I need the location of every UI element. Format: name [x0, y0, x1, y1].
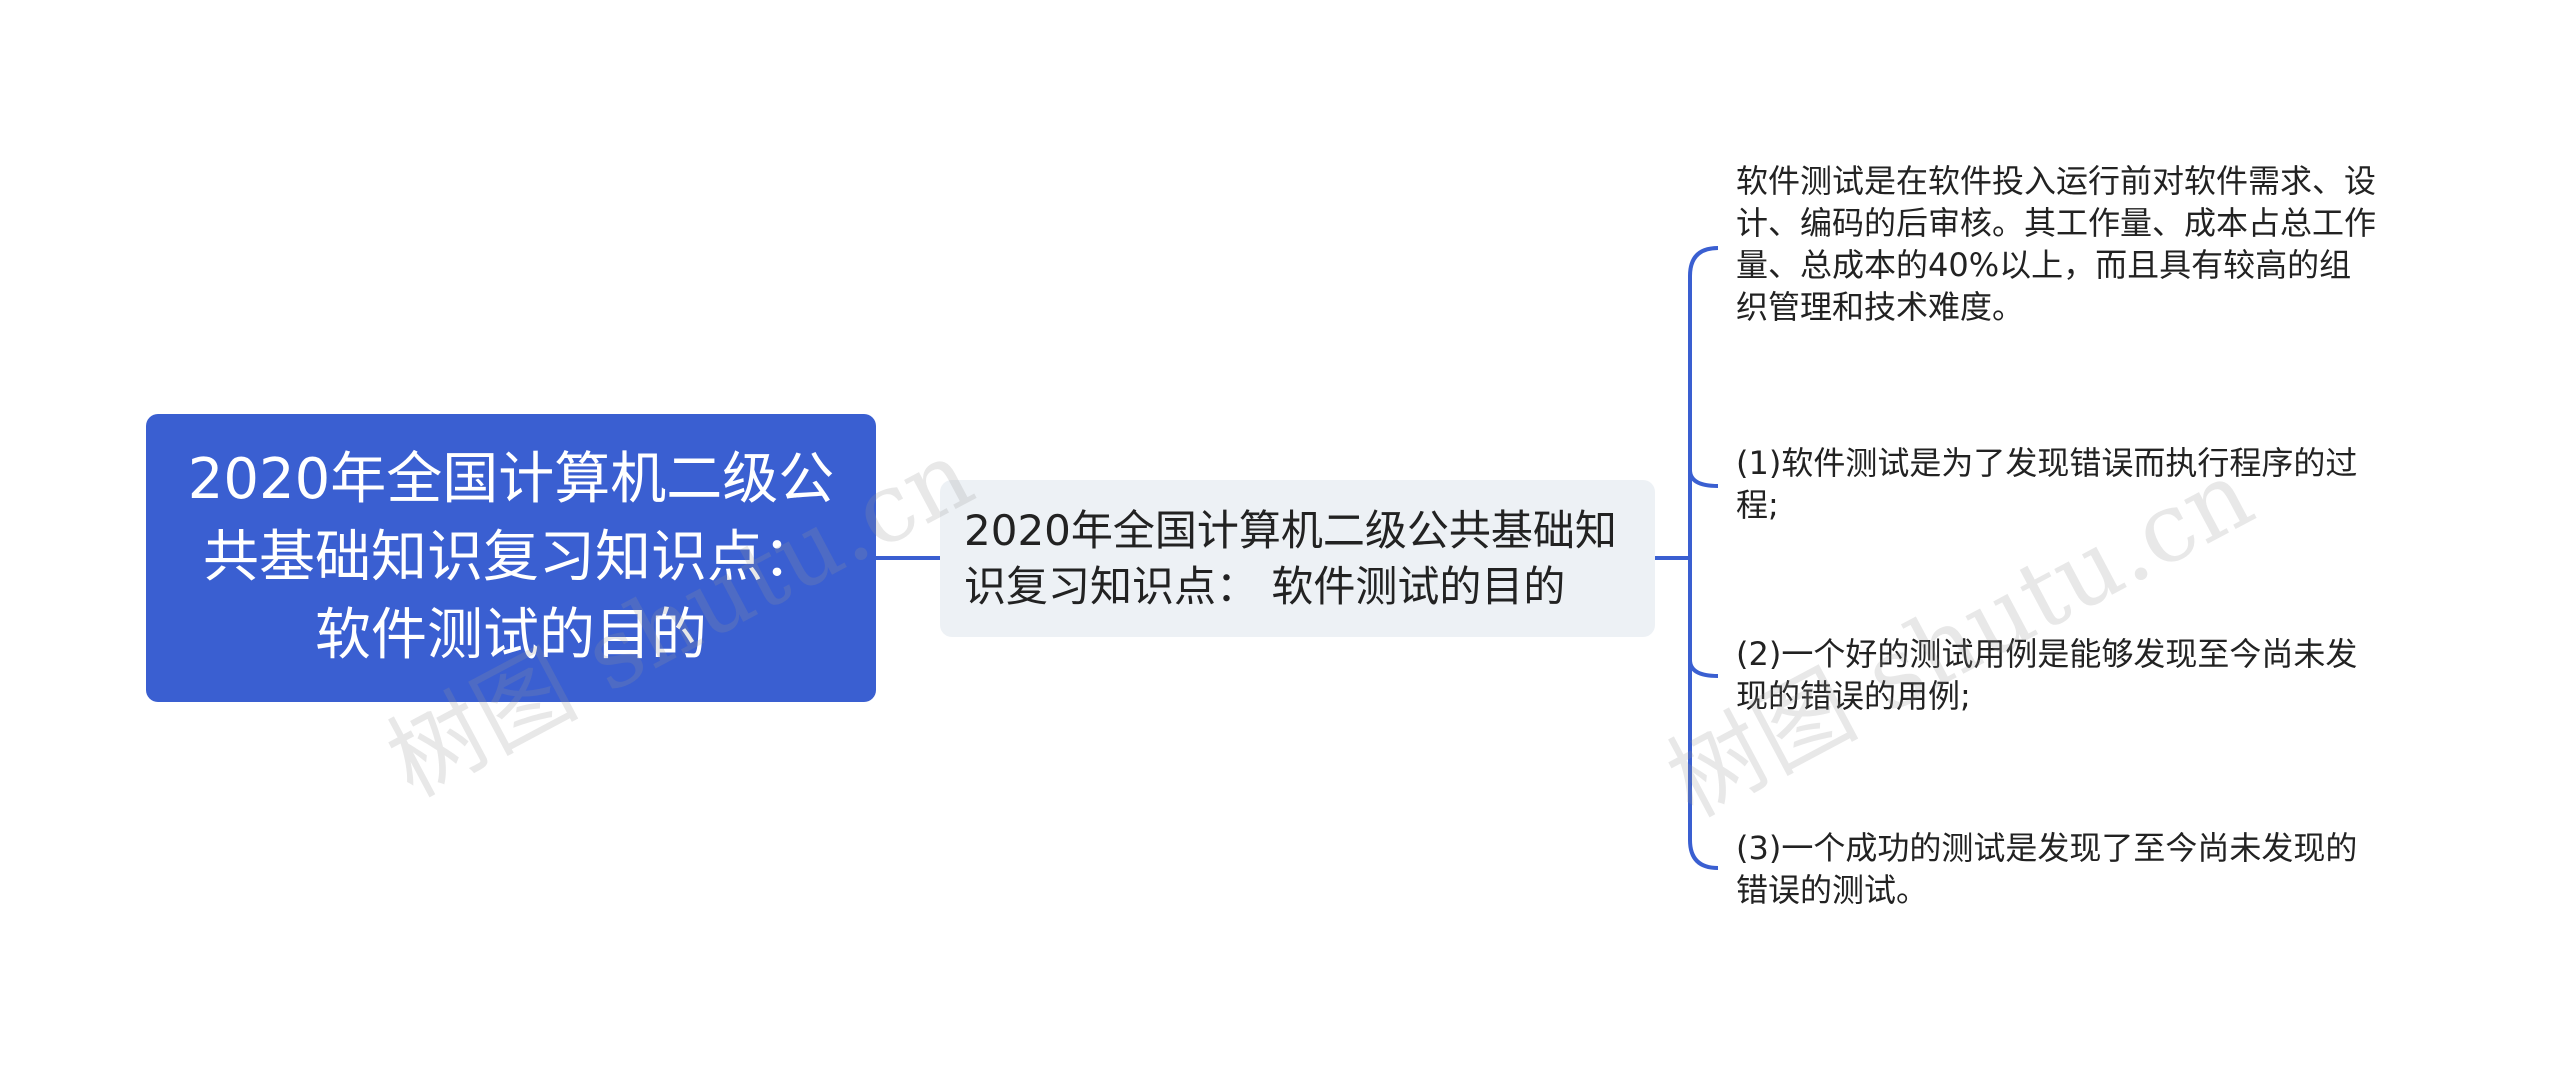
leaf-line: 错误的测试。: [1736, 871, 1929, 909]
leaf-line: 现的错误的用例;: [1736, 677, 1971, 715]
leaf-tick-2: [1688, 659, 1719, 678]
leaf-line: 量、总成本的40%以上，而且具有较高的组: [1736, 246, 2352, 284]
topic-node[interactable]: 2020年全国计算机二级公共基础知 识复习知识点： 软件测试的目的: [940, 480, 1655, 637]
leaf-line: 程;: [1736, 486, 1779, 524]
leaf-node-definition[interactable]: 软件测试是在软件投入运行前对软件需求、设 计、编码的后审核。其工作量、成本占总工…: [1736, 160, 2436, 328]
topic-line-1: 2020年全国计算机二级公共基础知: [964, 505, 1617, 555]
leaf-line: 软件测试是在软件投入运行前对软件需求、设: [1736, 162, 2377, 200]
leaf-line: (1)软件测试是为了发现错误而执行程序的过: [1736, 444, 2358, 482]
leaf-tick-1: [1688, 469, 1719, 488]
root-line-3: 软件测试的目的: [314, 603, 707, 668]
root-line-2: 共基础知识复习知识点：: [202, 525, 819, 590]
topic-line-2: 识复习知识点： 软件测试的目的: [964, 561, 1566, 611]
root-node[interactable]: 2020年全国计算机二级公 共基础知识复习知识点： 软件测试的目的: [146, 414, 876, 702]
leaf-bracket-connector: [1688, 246, 1719, 870]
root-line-1: 2020年全国计算机二级公: [187, 447, 835, 512]
leaf-line: (2)一个好的测试用例是能够发现至今尚未发: [1736, 635, 2358, 673]
leaf-node-purpose-3[interactable]: (3)一个成功的测试是发现了至今尚未发现的 错误的测试。: [1736, 827, 2436, 911]
leaf-line: 计、编码的后审核。其工作量、成本占总工作: [1736, 204, 2377, 242]
leaf-node-purpose-2[interactable]: (2)一个好的测试用例是能够发现至今尚未发 现的错误的用例;: [1736, 633, 2436, 717]
leaf-line: 织管理和技术难度。: [1736, 288, 2025, 326]
leaf-line: (3)一个成功的测试是发现了至今尚未发现的: [1736, 829, 2358, 867]
leaf-node-purpose-1[interactable]: (1)软件测试是为了发现错误而执行程序的过 程;: [1736, 442, 2436, 526]
topic-node-text: 2020年全国计算机二级公共基础知 识复习知识点： 软件测试的目的: [964, 503, 1617, 615]
root-node-text: 2020年全国计算机二级公 共基础知识复习知识点： 软件测试的目的: [188, 441, 835, 675]
